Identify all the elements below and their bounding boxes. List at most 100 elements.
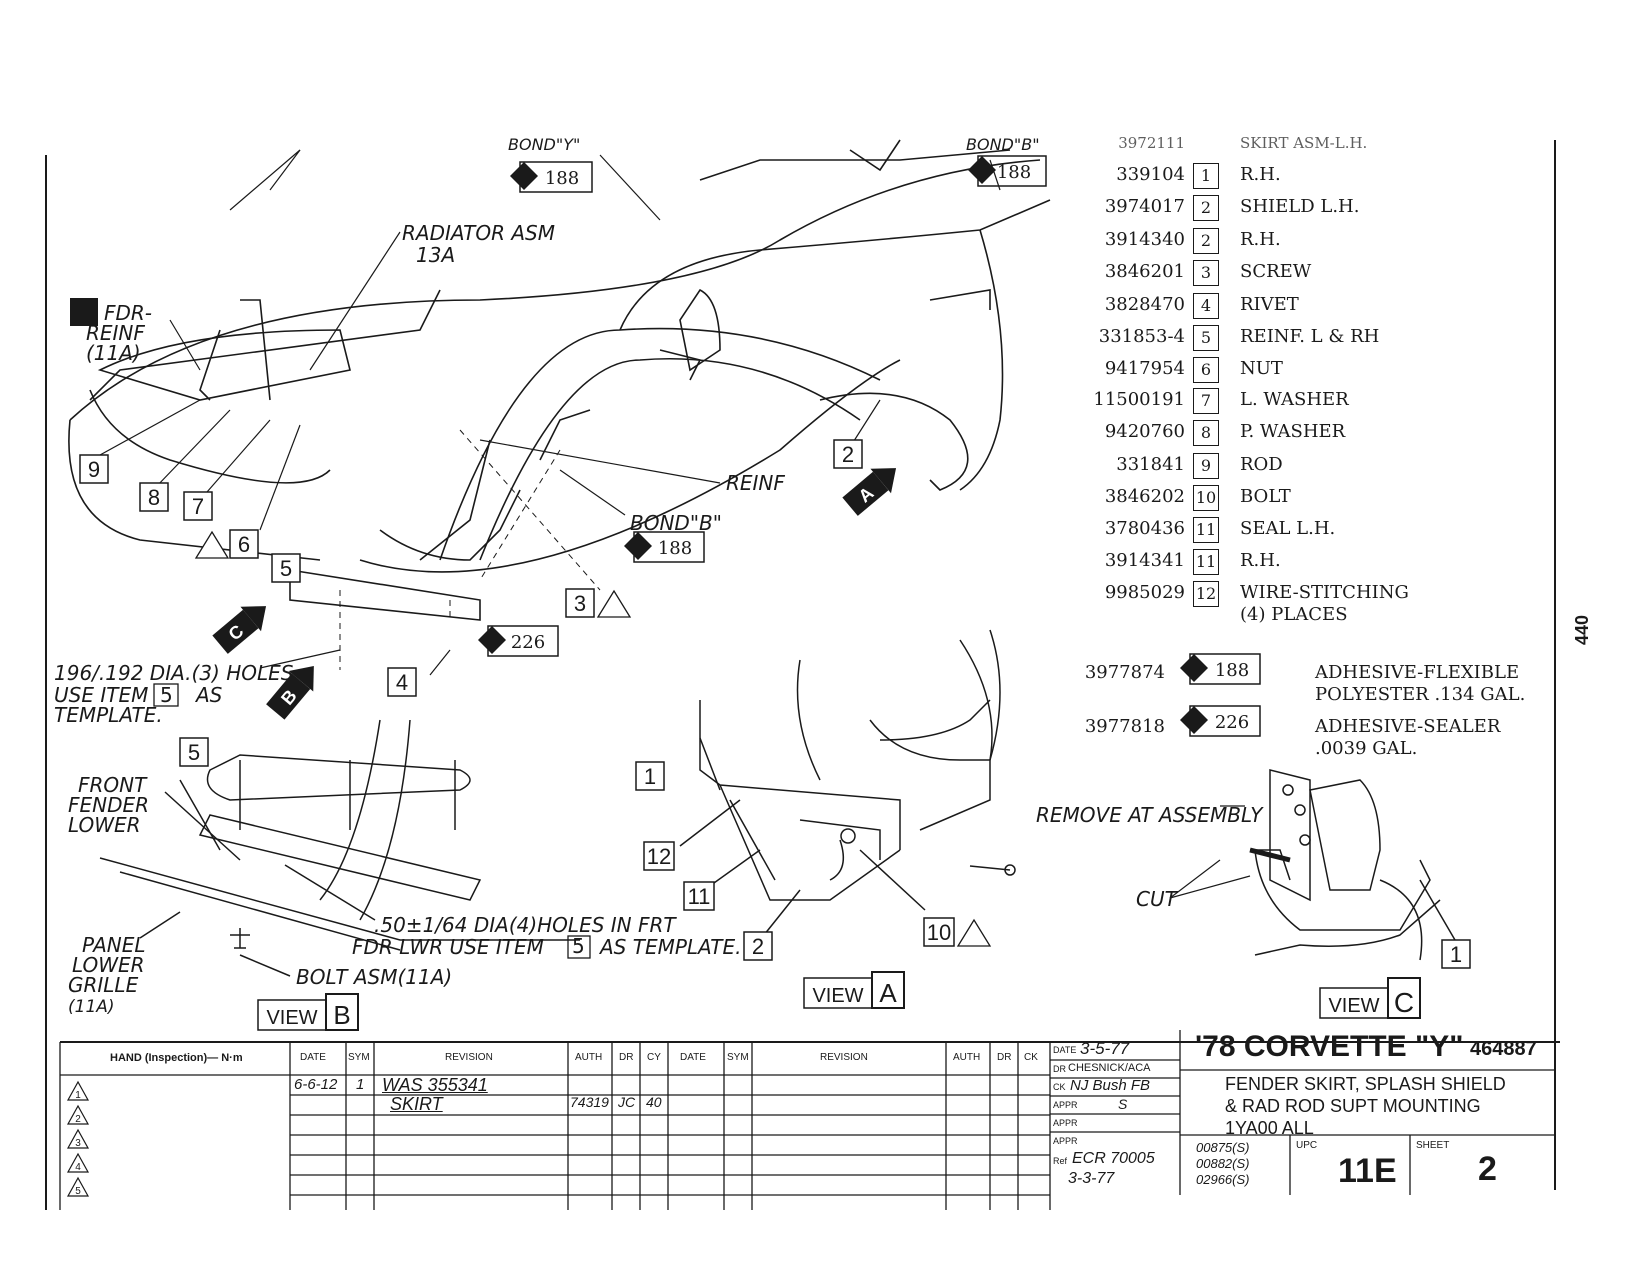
rev-date: 6-6-12	[294, 1076, 338, 1093]
hand-header: HAND (Inspection)— N·m	[110, 1052, 243, 1064]
bond-188-middle: 188	[624, 531, 705, 563]
front-fender-label-1: FRONT	[78, 773, 148, 797]
svg-text:5: 5	[280, 556, 292, 581]
col-dr-2: DR	[997, 1052, 1012, 1063]
radiator-label: RADIATOR ASM	[402, 221, 555, 245]
bond-y-label-top: BOND"Y"	[508, 135, 580, 154]
svg-text:7: 7	[192, 494, 204, 519]
bond-226-adhesive: 226	[1180, 705, 1261, 737]
appr-label-3: APPR	[1053, 1136, 1078, 1146]
ref-label: Ref	[1053, 1156, 1068, 1166]
view-b-arrow: B	[266, 665, 314, 720]
appr-label: APPR	[1053, 1100, 1078, 1110]
svg-text:5: 5	[572, 934, 585, 958]
bond-188-top-left: 188	[510, 161, 593, 193]
svg-text:12: 12	[647, 844, 671, 869]
svg-text:226: 226	[1215, 712, 1249, 733]
col-auth: AUTH	[575, 1052, 603, 1063]
holes-label-1: 196/.192 DIA.(3) HOLES	[54, 661, 294, 685]
sheet-border	[45, 140, 1560, 1210]
holes-4-label-1: .50±1/64 DIA(4)HOLES IN FRT	[374, 913, 677, 937]
svg-text:A: A	[879, 978, 897, 1008]
ref-date: 3-3-77	[1068, 1170, 1115, 1187]
cut-label: CUT	[1136, 887, 1179, 911]
item-box-7: 7	[183, 491, 213, 521]
svg-text:VIEW: VIEW	[266, 1007, 317, 1029]
rev-text-2: SKIRT	[390, 1094, 443, 1114]
item-box-1-view-c: 1	[1441, 939, 1471, 969]
ck-label: CK	[1053, 1082, 1066, 1092]
fdr-reinf-label-3: (11A)	[86, 341, 141, 365]
col-ck-2: CK	[1024, 1052, 1038, 1063]
svg-text:VIEW: VIEW	[812, 985, 863, 1007]
item-box-9: 9	[79, 454, 109, 484]
col-dr: DR	[619, 1052, 634, 1063]
rev-ck: 40	[646, 1094, 662, 1110]
date-label: DATE	[1053, 1045, 1077, 1055]
svg-text:5: 5	[188, 740, 200, 765]
svg-text:2: 2	[752, 934, 764, 959]
col-ck: CY	[647, 1052, 661, 1063]
view-a-label: VIEW A	[803, 971, 905, 1009]
holes-label-3: TEMPLATE.	[54, 703, 163, 727]
view-a-arrow: A	[842, 468, 897, 516]
ref-value: ECR 70005	[1072, 1150, 1155, 1167]
svg-text:VIEW: VIEW	[1328, 995, 1379, 1017]
upc-label: UPC	[1296, 1140, 1318, 1151]
item-box-10: 10	[923, 917, 955, 947]
leader-dashes	[339, 429, 601, 670]
item-box-2: 2	[833, 439, 863, 469]
bond-b-label-top: BOND"B"	[966, 135, 1040, 154]
holes-label-2a: USE ITEM	[54, 683, 148, 707]
drawing-number: 464887	[1470, 1038, 1537, 1060]
side-sheet-number: 440	[1572, 615, 1592, 645]
panel-label-4: (11A)	[68, 997, 115, 1017]
col-date-2: DATE	[680, 1052, 706, 1063]
sheet-value: 2	[1478, 1150, 1497, 1188]
appr-value: S	[1118, 1096, 1128, 1112]
item-box-4: 4	[387, 667, 417, 697]
col-revision: REVISION	[445, 1052, 493, 1063]
code-1: 00875(S)	[1196, 1140, 1250, 1155]
svg-text:1: 1	[75, 1090, 81, 1101]
holes-4-label-2b: AS TEMPLATE.	[598, 935, 741, 959]
fdr-reinf-arrow	[70, 298, 98, 326]
fender-skirt-illustration	[68, 139, 1051, 621]
svg-text:5: 5	[160, 683, 173, 707]
svg-text:9: 9	[88, 457, 100, 482]
item-box-1-view-a: 1	[635, 761, 665, 791]
svg-text:1: 1	[1450, 942, 1462, 967]
sheet-label: SHEET	[1416, 1140, 1450, 1151]
svg-text:11: 11	[688, 884, 711, 909]
ck-value: NJ Bush FB	[1070, 1077, 1151, 1094]
dr-value: CHESNICK/ACA	[1068, 1062, 1151, 1074]
svg-text:3: 3	[574, 591, 586, 616]
svg-text:C: C	[1394, 987, 1414, 1018]
front-fender-label-3: LOWER	[68, 813, 141, 837]
item-box-2-view-a: 2	[743, 931, 773, 961]
upc-value: 11E	[1338, 1152, 1397, 1190]
col-revision-2: REVISION	[820, 1052, 868, 1063]
col-auth-2: AUTH	[953, 1052, 981, 1063]
item-box-8: 8	[139, 482, 169, 512]
item-box-6: 6	[229, 529, 259, 559]
bond-b-label: BOND"B"	[630, 511, 722, 535]
radiator-sub-label: 13A	[416, 243, 455, 267]
front-fender-label-2: FENDER	[68, 793, 149, 817]
holes-4-label-2a: FDR LWR USE ITEM	[352, 935, 544, 959]
view-labels: VIEW B VIEW A VIEW C	[257, 971, 1421, 1031]
item-box-12: 12	[643, 841, 675, 871]
svg-text:3: 3	[75, 1138, 81, 1149]
view-arrows: A C B	[70, 298, 897, 720]
view-c-label: VIEW C	[1319, 977, 1421, 1019]
view-b-illustration	[99, 719, 580, 977]
leader-lines	[99, 149, 1251, 899]
view-c-illustration	[1249, 769, 1456, 961]
reinf-label: REINF	[726, 471, 785, 495]
view-b-label: VIEW B	[257, 993, 359, 1031]
panel-label-3: GRILLE	[68, 973, 139, 997]
remove-at-assembly-label: REMOVE AT ASSEMBLY	[1036, 803, 1264, 827]
svg-text:188: 188	[997, 162, 1031, 183]
